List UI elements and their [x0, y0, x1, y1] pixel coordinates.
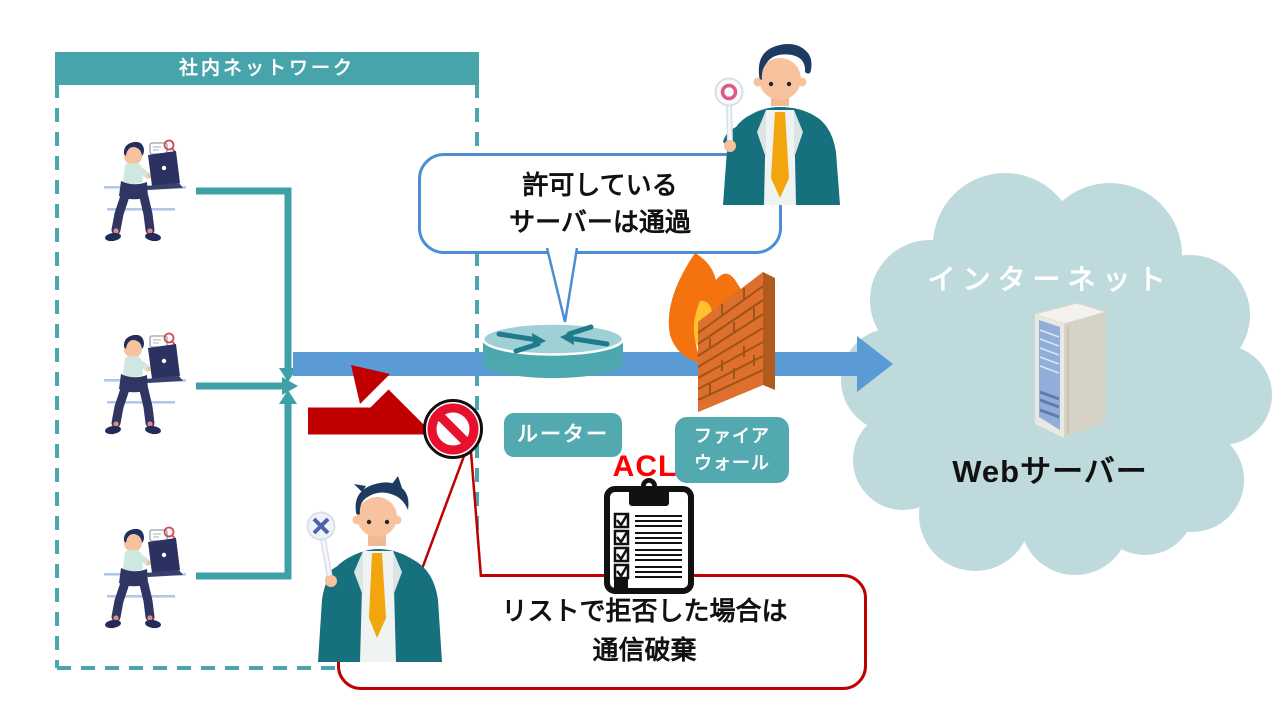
u-turn-arrow-icon	[308, 365, 434, 435]
firewall-icon	[668, 253, 775, 412]
firewall-label: ファイア ウォール	[675, 417, 789, 483]
seated-user-icon-1	[104, 141, 186, 243]
lan-connectors	[196, 187, 292, 580]
server-tower-icon	[1033, 302, 1108, 438]
internet-label: インターネット	[927, 264, 1173, 295]
seated-user-icon-3	[104, 528, 186, 630]
deny-callout-line1: リストで拒否した場合は	[501, 596, 788, 626]
deny-callout: リストで拒否した場合は 通信破棄	[337, 574, 867, 690]
web-server-label: Webサーバー	[952, 454, 1148, 489]
firewall-label-line1: ファイア	[694, 426, 770, 446]
internal-network-header: 社内ネットワーク	[55, 52, 479, 85]
allow-speech-bubble: 許可している サーバーは通過	[418, 153, 782, 254]
allow-bubble-line2: サーバーは通過	[509, 207, 691, 237]
allow-bubble-line1: 許可している	[522, 170, 678, 200]
router-label: ルーター	[504, 413, 622, 457]
deny-callout-line2: 通信破棄	[592, 635, 697, 665]
acl-label: ACL	[612, 450, 678, 483]
firewall-label-line2: ウォール	[694, 453, 770, 473]
lan-connector-arrowheads	[279, 368, 298, 404]
seated-user-icon-2	[104, 334, 186, 436]
router-icon	[481, 322, 625, 378]
